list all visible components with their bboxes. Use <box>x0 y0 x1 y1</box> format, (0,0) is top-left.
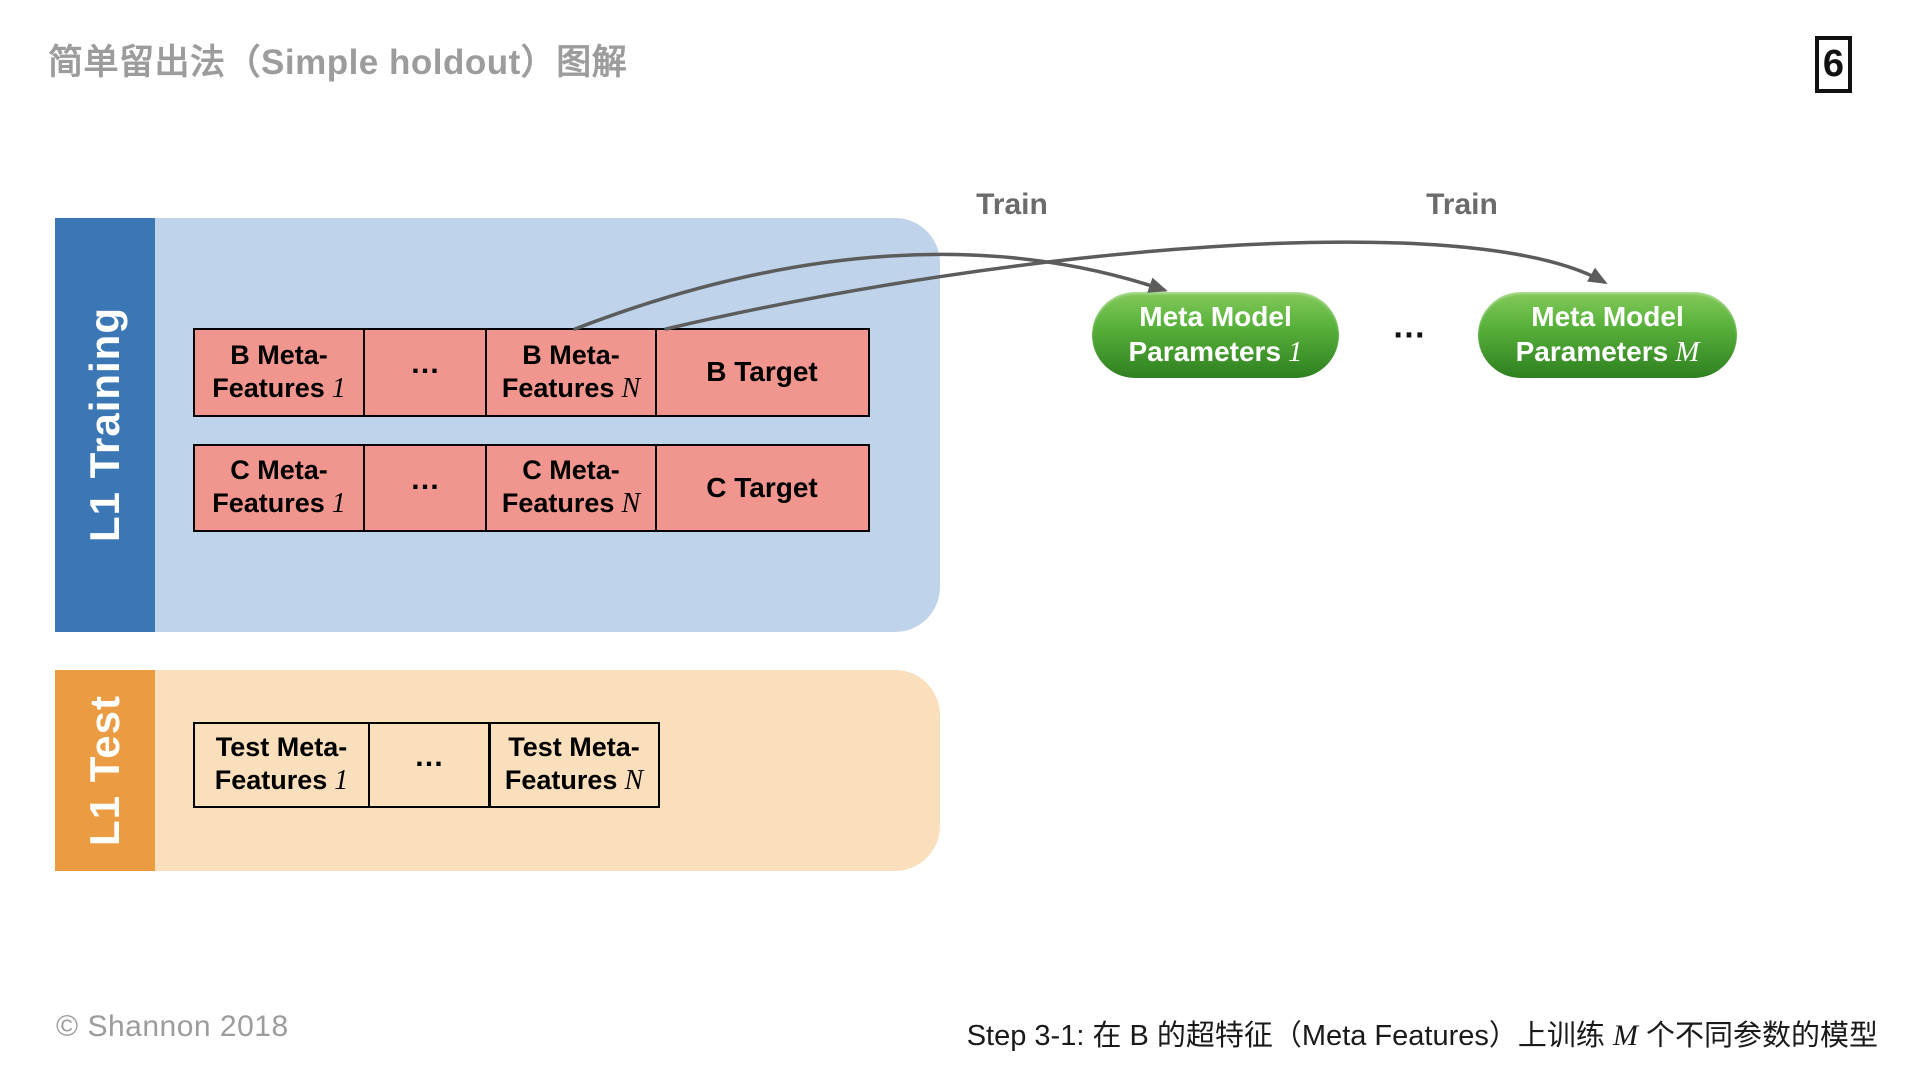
cell-line1: Test Meta- <box>508 732 640 763</box>
c-row-ellipsis-cell: … <box>362 444 488 532</box>
math-var: N <box>621 372 641 404</box>
pill-line1: Meta Model <box>1139 301 1292 333</box>
math-var: 1 <box>331 488 346 520</box>
l1-test-label: L1 Test <box>81 695 128 846</box>
math-var: 1 <box>331 372 346 404</box>
page-number-box: 6 <box>1815 36 1852 93</box>
copyright-note: © Shannon 2018 <box>56 1010 289 1043</box>
pill-line1: Meta Model <box>1531 301 1684 333</box>
meta-models-ellipsis: … <box>1392 306 1426 345</box>
l1-training-tab: L1 Training <box>55 218 155 632</box>
math-var: 1 <box>1288 336 1303 369</box>
train-label-1: Train <box>976 188 1048 221</box>
math-var: M <box>1675 336 1700 369</box>
cell-line1: C Meta- <box>522 455 620 486</box>
l1-training-label: L1 Training <box>81 307 128 543</box>
math-var: N <box>621 488 641 520</box>
math-var: 1 <box>334 765 349 797</box>
cell-line1: C Meta- <box>230 455 328 486</box>
page-title: 简单留出法（Simple holdout）图解 <box>48 43 628 82</box>
l1-training-panel <box>55 218 940 632</box>
math-var: N <box>624 765 644 797</box>
step-caption-suffix: 个不同参数的模型 <box>1637 1020 1878 1052</box>
l1-test-panel <box>55 670 940 871</box>
step-caption: Step 3-1: 在 B 的超特征（Meta Features）上训练 M 个… <box>967 1012 1878 1054</box>
page-number: 6 <box>1822 43 1845 85</box>
b-row-ellipsis-cell: … <box>362 328 488 417</box>
c-target-cell: C Target <box>654 444 870 532</box>
step-caption-prefix: Step 3-1: 在 B 的超特征（Meta Features）上训练 <box>966 1020 1613 1052</box>
cell-line1: B Meta- <box>230 339 328 370</box>
test-row-ellipsis-cell: … <box>367 722 491 808</box>
math-var: M <box>1612 1019 1638 1052</box>
train-label-2: Train <box>1426 188 1498 221</box>
cell-line1: Test Meta- <box>215 732 348 763</box>
b-target-cell: B Target <box>654 328 870 417</box>
cell-line1: B Meta- <box>522 339 620 370</box>
l1-test-tab: L1 Test <box>55 670 155 871</box>
